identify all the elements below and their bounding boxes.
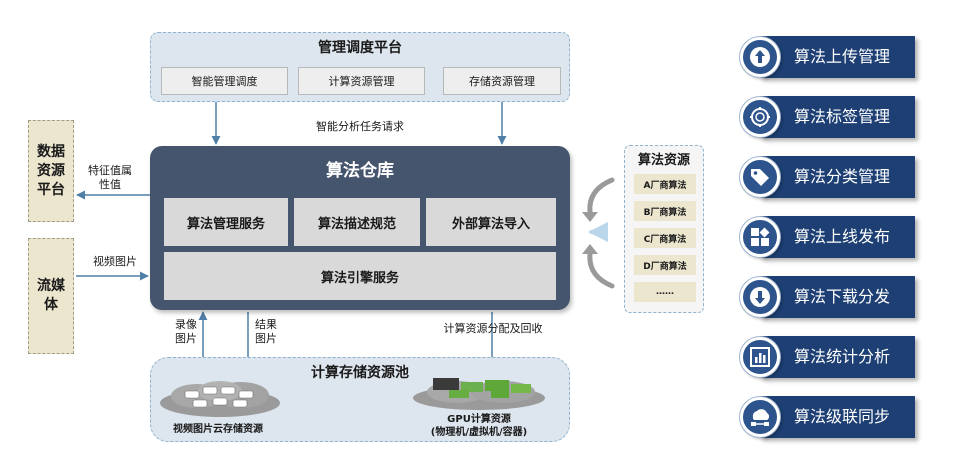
management-title: 管理调度平台	[318, 40, 402, 56]
feature-bar	[760, 36, 915, 78]
record-image-label: 录像图片	[175, 318, 197, 345]
vendor-c-algorithm[interactable]: C厂商算法	[634, 228, 696, 248]
vendor-b-algorithm[interactable]: B厂商算法	[634, 201, 696, 221]
feature-bar	[760, 336, 915, 378]
cloud-sync-icon	[740, 397, 780, 437]
result-image-label: 结果图片	[255, 318, 277, 345]
storage-cloud-icon	[160, 381, 280, 417]
resource-curve-bottom	[587, 251, 615, 289]
service-import[interactable]: 外部算法导入	[426, 198, 556, 246]
feature-upload[interactable]: 算法上传管理	[740, 36, 915, 78]
feature-label: 算法标签管理	[794, 107, 891, 126]
vendor-a-algorithm[interactable]: A厂商算法	[634, 174, 696, 194]
feature-label: 算法级联同步	[794, 407, 891, 426]
feature-tag-management[interactable]: 算法标签管理	[740, 96, 915, 138]
mgmt-box-compute[interactable]: 计算资源管理	[298, 67, 425, 95]
engine-service[interactable]: 算法引擎服务	[164, 252, 556, 300]
feature-bar	[760, 276, 915, 318]
service-management[interactable]: 算法管理服务	[164, 198, 288, 246]
feature-bar	[760, 216, 915, 258]
streaming-label: 流媒体	[37, 278, 65, 313]
gpu-cloud-icon	[413, 378, 545, 410]
storage-resource-label: 视频图片云存储资源	[173, 424, 263, 435]
feature-bar	[760, 396, 915, 438]
gpu-resource-sub: (物理机/虚拟机/容器)	[430, 427, 528, 438]
resources-title: 算法资源	[637, 153, 690, 168]
feature-label: 算法上线发布	[794, 227, 891, 246]
algorithm-repository: 算法仓库 算法管理服务 算法描述规范 外部算法导入 算法引擎服务	[150, 146, 570, 310]
mgmt-box-scheduling[interactable]: 智能管理调度	[161, 67, 288, 95]
feature-label: 算法下载分发	[794, 287, 891, 306]
upload-icon	[740, 37, 780, 77]
service-spec[interactable]: 算法描述规范	[294, 198, 420, 246]
compute-storage-pool: 计算存储资源池 视频图片云存储资源 GPU计算资源 (物理机/虚拟机/容器)	[150, 357, 570, 442]
feature-statistics[interactable]: 算法统计分析	[740, 336, 915, 378]
bar-chart-icon	[740, 337, 780, 377]
repository-title: 算法仓库	[326, 161, 394, 181]
data-resource-platform[interactable]: 数据资源平台	[28, 120, 74, 222]
algorithm-resources: 算法资源 A厂商算法 B厂商算法 C厂商算法 D厂商算法 ……	[624, 145, 704, 313]
download-icon	[740, 277, 780, 317]
more-algorithms: ……	[634, 282, 696, 302]
feature-download[interactable]: 算法下载分发	[740, 276, 915, 318]
feature-cascade-sync[interactable]: 算法级联同步	[740, 396, 915, 438]
management-platform: 管理调度平台 智能管理调度 计算资源管理 存储资源管理	[150, 32, 570, 102]
request-label: 智能分析任务请求	[316, 120, 404, 133]
mgmt-box-storage[interactable]: 存储资源管理	[443, 67, 561, 95]
feature-release[interactable]: 算法上线发布	[740, 216, 915, 258]
gpu-resource-label: GPU计算资源	[447, 414, 511, 425]
feature-bar	[760, 156, 915, 198]
feature-bar	[760, 96, 915, 138]
tag-icon	[740, 157, 780, 197]
feature-label: 算法分类管理	[794, 167, 891, 186]
feature-category-management[interactable]: 算法分类管理	[740, 156, 915, 198]
vendor-d-algorithm[interactable]: D厂商算法	[634, 255, 696, 275]
apps-icon	[740, 217, 780, 257]
pool-title: 计算存储资源池	[311, 365, 409, 381]
feature-value-label: 特征值属性值	[88, 164, 132, 191]
compute-alloc-label: 计算资源分配及回收	[443, 322, 543, 335]
feature-label: 算法上传管理	[794, 47, 891, 66]
gear-icon	[740, 97, 780, 137]
feature-label: 算法统计分析	[794, 347, 891, 366]
video-image-label: 视频图片	[93, 255, 137, 268]
streaming-media[interactable]: 流媒体	[28, 238, 74, 354]
resource-curve-top	[587, 177, 615, 215]
data-platform-label: 数据资源平台	[37, 143, 65, 198]
